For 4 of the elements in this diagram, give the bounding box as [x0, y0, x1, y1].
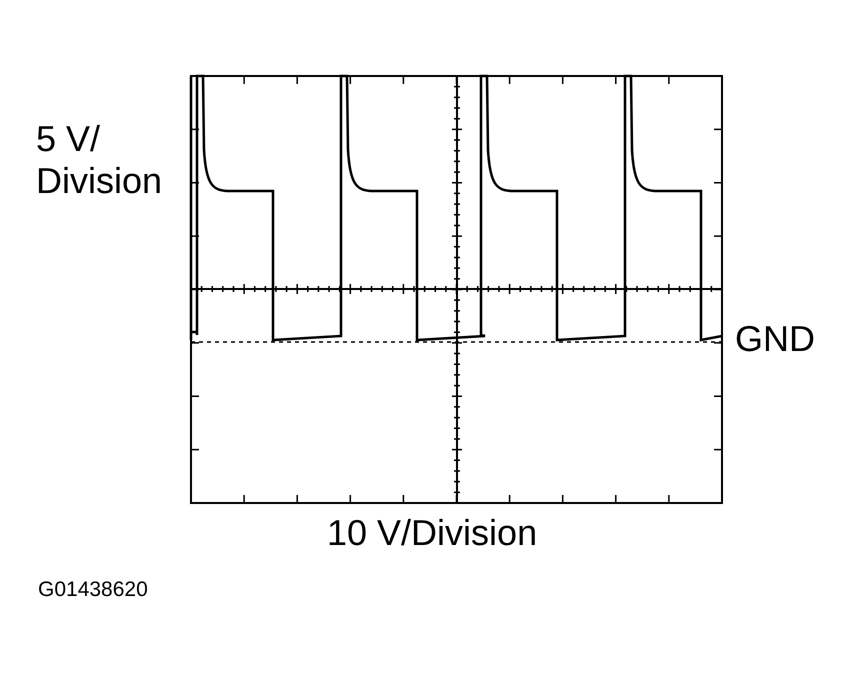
x-axis-scale-label: 10 V/Division — [327, 512, 538, 554]
y-axis-scale-label: 5 V/ Division — [36, 118, 164, 202]
figure-code: G01438620 — [38, 578, 148, 602]
ground-level-label: GND — [735, 318, 815, 360]
